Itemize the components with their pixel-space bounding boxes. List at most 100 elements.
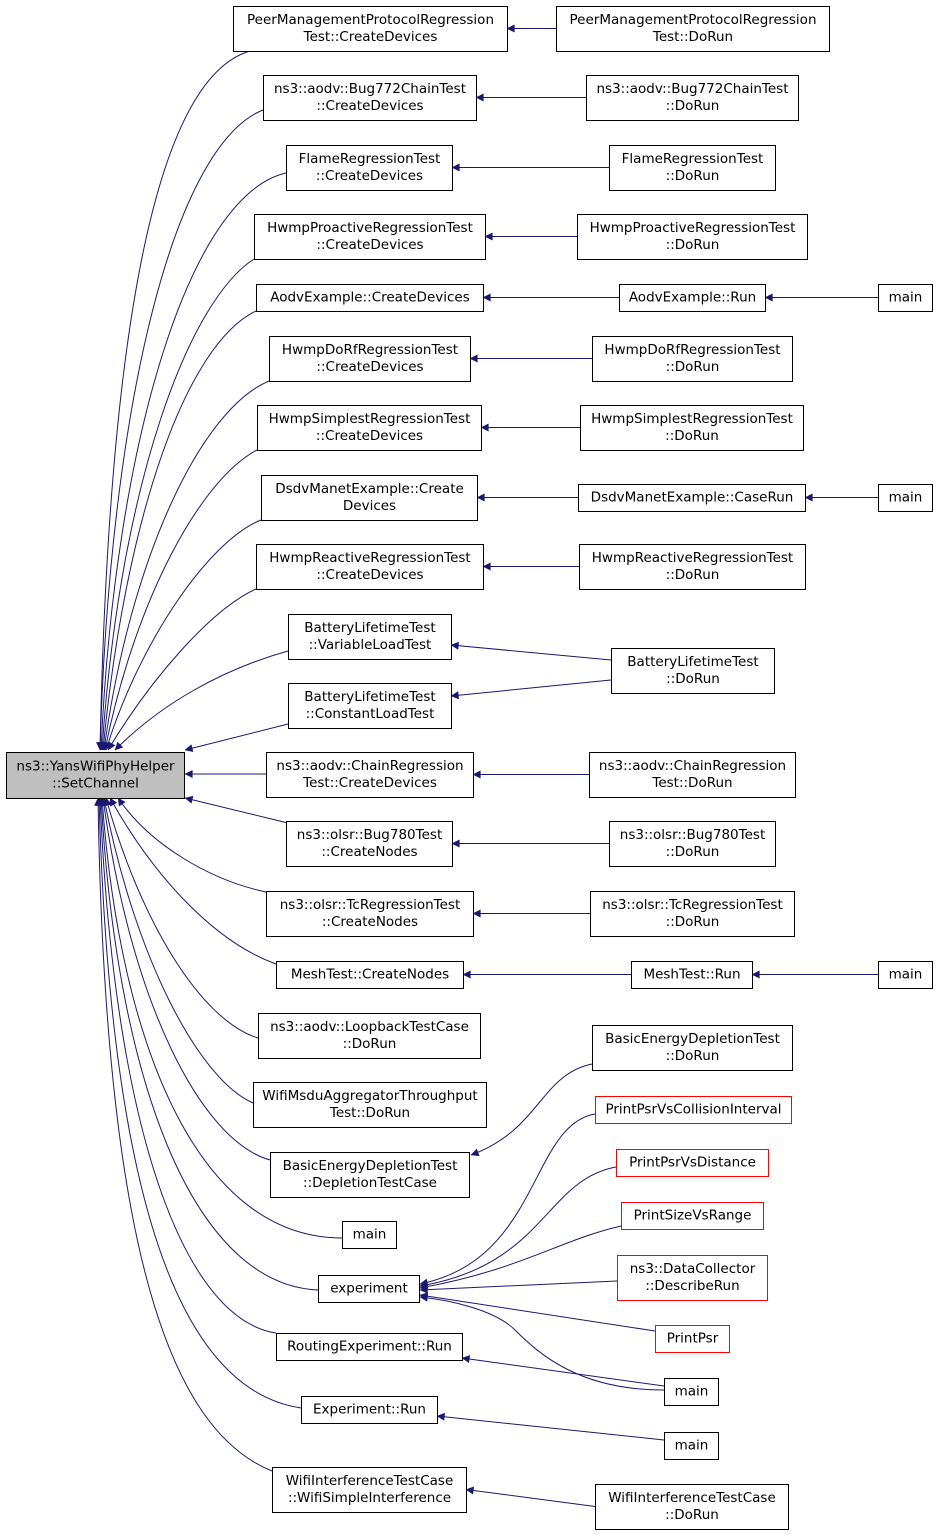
node-label: PrintPsrVsDistance bbox=[629, 1155, 756, 1171]
node-box bbox=[258, 1013, 481, 1059]
node-label: main bbox=[353, 1227, 387, 1243]
node-box bbox=[288, 614, 452, 660]
node-label: ::CreateDevices bbox=[316, 359, 423, 375]
node-psvr[interactable]: PrintSizeVsRange bbox=[621, 1202, 764, 1230]
node-label: main bbox=[889, 290, 923, 306]
node-mesh_run[interactable]: MeshTest::Run bbox=[631, 961, 753, 989]
node-pmp_cd[interactable]: PeerManagementProtocolRegressionTest::Cr… bbox=[233, 6, 508, 52]
node-pp[interactable]: PrintPsr bbox=[655, 1325, 730, 1353]
node-box bbox=[318, 1275, 420, 1303]
node-tc_run[interactable]: ns3::olsr::TcRegressionTest::DoRun bbox=[590, 891, 795, 937]
node-label: main bbox=[889, 490, 923, 506]
node-label: HwmpDoRfRegressionTest bbox=[604, 342, 780, 358]
node-label: PrintPsrVsCollisionInterval bbox=[605, 1102, 781, 1118]
node-main_b[interactable]: main bbox=[664, 1378, 719, 1406]
node-label: ns3::YansWifiPhyHelper bbox=[16, 759, 175, 775]
node-flame_run[interactable]: FlameRegressionTest::DoRun bbox=[609, 145, 776, 191]
node-label: ::DoRun bbox=[343, 1036, 397, 1052]
node-hsim_cd[interactable]: HwmpSimplestRegressionTest::CreateDevice… bbox=[257, 405, 482, 451]
node-hrea_run[interactable]: HwmpReactiveRegressionTest::DoRun bbox=[579, 544, 806, 590]
node-label: ns3::aodv::ChainRegression bbox=[599, 758, 786, 774]
node-box bbox=[589, 752, 796, 798]
node-box bbox=[269, 336, 471, 382]
node-hdorf_run[interactable]: HwmpDoRfRegressionTest::DoRun bbox=[592, 336, 793, 382]
node-hsim_run[interactable]: HwmpSimplestRegressionTest::DoRun bbox=[580, 405, 804, 451]
node-dsdv_run[interactable]: DsdvManetExample::CaseRun bbox=[578, 484, 806, 512]
node-bed_dtc[interactable]: BasicEnergyDepletionTest::DepletionTestC… bbox=[270, 1152, 470, 1198]
node-label: main bbox=[675, 1438, 709, 1454]
node-ppci[interactable]: PrintPsrVsCollisionInterval bbox=[595, 1096, 792, 1124]
node-loop_run[interactable]: ns3::aodv::LoopbackTestCase::DoRun bbox=[258, 1013, 481, 1059]
node-b780_cn[interactable]: ns3::olsr::Bug780Test::CreateNodes bbox=[286, 821, 453, 867]
edge-bed_run-to-bed_dtc bbox=[470, 1063, 593, 1157]
node-label: Test::DoRun bbox=[329, 1105, 410, 1121]
node-box bbox=[556, 6, 830, 52]
node-box bbox=[664, 1378, 719, 1406]
node-main3[interactable]: main bbox=[878, 961, 933, 989]
node-bl_var[interactable]: BatteryLifetimeTest::VariableLoadTest bbox=[288, 614, 452, 660]
node-chain_cd[interactable]: ns3::aodv::ChainRegressionTest::CreateDe… bbox=[266, 752, 474, 798]
node-label: ::DoRun bbox=[666, 359, 720, 375]
node-label: ns3::olsr::Bug780Test bbox=[620, 827, 765, 843]
edge-main_b-to-experiment bbox=[419, 1293, 665, 1391]
node-hrea_cd[interactable]: HwmpReactiveRegressionTest::CreateDevice… bbox=[256, 544, 484, 590]
node-box bbox=[878, 284, 933, 312]
node-label: HwmpProactiveRegressionTest bbox=[267, 220, 473, 236]
node-label: BatteryLifetimeTest bbox=[304, 689, 435, 705]
node-label: ns3::olsr::TcRegressionTest bbox=[602, 897, 783, 913]
node-hdorf_cd[interactable]: HwmpDoRfRegressionTest::CreateDevices bbox=[269, 336, 471, 382]
node-dsdv_cd[interactable]: DsdvManetExample::CreateDevices bbox=[261, 475, 478, 521]
node-main1[interactable]: main bbox=[878, 284, 933, 312]
node-rexp_run[interactable]: RoutingExperiment::Run bbox=[276, 1333, 463, 1361]
node-label: FlameRegressionTest bbox=[299, 151, 441, 167]
node-label: ::CreateNodes bbox=[322, 914, 418, 930]
edges bbox=[94, 24, 878, 1507]
node-label: ::VariableLoadTest bbox=[309, 637, 432, 653]
node-bl_run[interactable]: BatteryLifetimeTest::DoRun bbox=[611, 648, 775, 694]
edge-hpro_cd-to-root bbox=[98, 258, 255, 751]
node-label: HwmpDoRfRegressionTest bbox=[282, 342, 458, 358]
edge-aodvex_cd-to-root bbox=[99, 310, 257, 751]
node-box bbox=[301, 1396, 438, 1424]
node-box bbox=[611, 648, 775, 694]
node-exp_run[interactable]: Experiment::Run bbox=[301, 1396, 438, 1424]
node-dcdr[interactable]: ns3::DataCollector::DescribeRun bbox=[617, 1255, 768, 1301]
node-main_c[interactable]: main bbox=[664, 1432, 719, 1460]
node-experiment[interactable]: experiment bbox=[318, 1275, 420, 1303]
node-label: BatteryLifetimeTest bbox=[627, 654, 758, 670]
node-aodvex_cd[interactable]: AodvExample::CreateDevices bbox=[256, 284, 484, 312]
node-hpro_cd[interactable]: HwmpProactiveRegressionTest::CreateDevic… bbox=[254, 214, 486, 260]
edge-tc_cn-to-root bbox=[117, 797, 267, 893]
node-wit_wsi[interactable]: WifiInterferenceTestCase::WifiSimpleInte… bbox=[272, 1467, 467, 1513]
node-pmp_run[interactable]: PeerManagementProtocolRegressionTest::Do… bbox=[556, 6, 830, 52]
node-b772_cd[interactable]: ns3::aodv::Bug772ChainTest::CreateDevice… bbox=[263, 75, 477, 121]
node-label: ::CreateDevices bbox=[316, 237, 423, 253]
node-label: Test::CreateDevices bbox=[303, 29, 438, 45]
node-ppd[interactable]: PrintPsrVsDistance bbox=[616, 1149, 769, 1177]
node-tc_cn[interactable]: ns3::olsr::TcRegressionTest::CreateNodes bbox=[266, 891, 474, 937]
node-label: ::DoRun bbox=[666, 1048, 720, 1064]
node-wit_run[interactable]: WifiInterferenceTestCase::DoRun bbox=[595, 1484, 789, 1530]
node-box bbox=[592, 336, 793, 382]
node-label: WifiInterferenceTestCase bbox=[286, 1473, 454, 1489]
node-b772_run[interactable]: ns3::aodv::Bug772ChainTest::DoRun bbox=[586, 75, 799, 121]
node-main_a[interactable]: main bbox=[342, 1221, 397, 1249]
node-bl_const[interactable]: BatteryLifetimeTest::ConstantLoadTest bbox=[288, 683, 452, 729]
edge-mesh_cn-to-root bbox=[109, 797, 277, 965]
node-label: ::SetChannel bbox=[52, 776, 139, 792]
node-mesh_cn[interactable]: MeshTest::CreateNodes bbox=[276, 961, 464, 989]
node-main2[interactable]: main bbox=[878, 484, 933, 512]
edge-dcdr-to-experiment bbox=[419, 1280, 618, 1294]
node-flame_cd[interactable]: FlameRegressionTest::CreateDevices bbox=[286, 145, 453, 191]
edge-psvr-to-experiment bbox=[419, 1225, 622, 1291]
node-root[interactable]: ns3::YansWifiPhyHelper::SetChannel bbox=[6, 752, 185, 799]
node-b780_run[interactable]: ns3::olsr::Bug780Test::DoRun bbox=[609, 821, 776, 867]
node-label: BasicEnergyDepletionTest bbox=[605, 1031, 780, 1047]
node-aodvex_run[interactable]: AodvExample::Run bbox=[619, 284, 766, 312]
node-hpro_run[interactable]: HwmpProactiveRegressionTest::DoRun bbox=[577, 214, 808, 260]
node-bed_run[interactable]: BasicEnergyDepletionTest::DoRun bbox=[592, 1025, 793, 1071]
edge-exp_run-to-root bbox=[95, 797, 302, 1409]
edge-bed_dtc-to-root bbox=[100, 797, 271, 1161]
